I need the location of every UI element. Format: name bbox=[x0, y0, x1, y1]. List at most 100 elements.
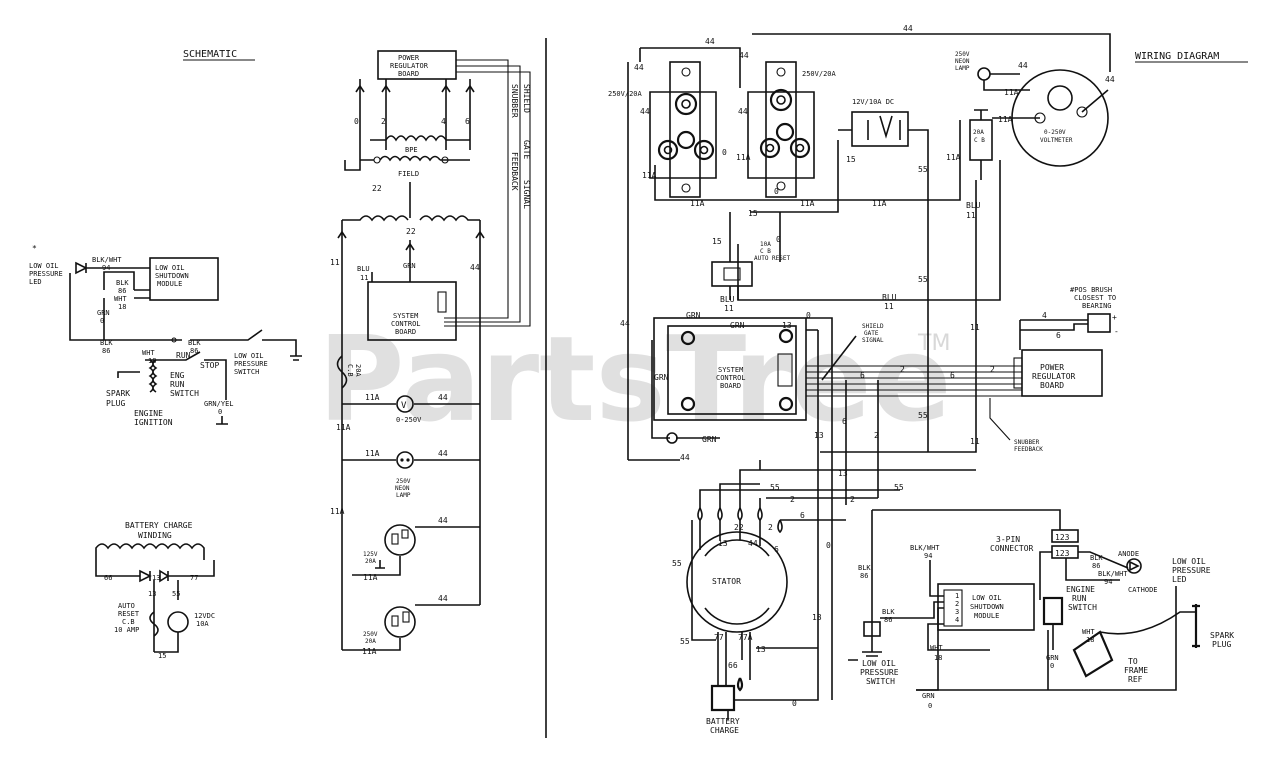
schematic-12vdc-receptacle bbox=[167, 611, 189, 633]
svg-text:11: 11 bbox=[330, 258, 340, 267]
svg-text:BLK/WHT: BLK/WHT bbox=[92, 256, 122, 264]
svg-text:2: 2 bbox=[790, 495, 795, 504]
svg-text:11A: 11A bbox=[998, 115, 1013, 124]
svg-text:44: 44 bbox=[1105, 75, 1115, 84]
svg-text:C B: C B bbox=[760, 248, 771, 255]
svg-text:SWITCH: SWITCH bbox=[866, 677, 895, 686]
svg-text:12V/10A DC: 12V/10A DC bbox=[852, 98, 894, 106]
svg-text:SIGNAL: SIGNAL bbox=[522, 180, 531, 209]
svg-text:GRN: GRN bbox=[686, 311, 701, 320]
svg-text:GRN: GRN bbox=[1046, 654, 1059, 662]
svg-text:77: 77 bbox=[190, 574, 198, 582]
svg-text:0: 0 bbox=[826, 541, 831, 550]
svg-text:86: 86 bbox=[190, 347, 198, 355]
svg-text:RUN: RUN bbox=[170, 380, 185, 389]
svg-text:SYSTEM: SYSTEM bbox=[718, 366, 743, 374]
svg-text:BLK: BLK bbox=[188, 339, 201, 347]
svg-text:20A: 20A bbox=[365, 638, 376, 645]
svg-text:BLU: BLU bbox=[966, 201, 981, 210]
svg-text:44: 44 bbox=[634, 63, 644, 72]
svg-text:6: 6 bbox=[800, 511, 805, 520]
svg-text:44: 44 bbox=[438, 393, 448, 402]
svg-text:86: 86 bbox=[118, 287, 126, 295]
svg-text:10A: 10A bbox=[760, 241, 771, 248]
svg-text:#POS BRUSH: #POS BRUSH bbox=[1070, 286, 1112, 294]
svg-text:18: 18 bbox=[118, 303, 126, 311]
svg-text:12VDC: 12VDC bbox=[194, 612, 215, 620]
svg-text:CLOSEST TO: CLOSEST TO bbox=[1074, 294, 1116, 302]
svg-text:55: 55 bbox=[770, 483, 780, 492]
svg-text:WHT: WHT bbox=[142, 349, 155, 357]
svg-text:86: 86 bbox=[102, 347, 110, 355]
svg-text:WHT: WHT bbox=[114, 295, 127, 303]
svg-text:6: 6 bbox=[950, 371, 955, 380]
svg-text:0: 0 bbox=[774, 187, 779, 196]
svg-text:LAMP: LAMP bbox=[955, 65, 970, 72]
svg-text:4: 4 bbox=[441, 117, 446, 126]
svg-text:FIELD: FIELD bbox=[398, 170, 419, 178]
svg-text:6: 6 bbox=[1056, 331, 1061, 340]
svg-text:15: 15 bbox=[846, 155, 856, 164]
shield-gate-signal-label: SHIELD GATE SIGNAL bbox=[522, 84, 531, 209]
svg-text:LAMP: LAMP bbox=[396, 492, 411, 499]
svg-text:2: 2 bbox=[955, 600, 959, 608]
svg-text:BLU: BLU bbox=[720, 295, 735, 304]
svg-text:PRESSURE: PRESSURE bbox=[860, 668, 899, 677]
svg-text:BLK: BLK bbox=[882, 608, 895, 616]
svg-text:PRESSURE: PRESSURE bbox=[234, 360, 268, 368]
svg-text:11: 11 bbox=[966, 211, 976, 220]
svg-text:44: 44 bbox=[739, 51, 749, 60]
svg-text:13: 13 bbox=[812, 613, 822, 622]
watermark: PartsTree TM bbox=[318, 310, 952, 448]
svg-text:C.B: C.B bbox=[346, 364, 354, 377]
svg-text:18: 18 bbox=[934, 654, 942, 662]
svg-text:0-250V: 0-250V bbox=[396, 416, 422, 424]
svg-text:BLU: BLU bbox=[882, 293, 897, 302]
svg-text:77: 77 bbox=[714, 633, 724, 642]
svg-text:4: 4 bbox=[1042, 311, 1047, 320]
svg-text:SNUBBER: SNUBBER bbox=[1014, 439, 1040, 446]
svg-text:11A: 11A bbox=[365, 449, 380, 458]
svg-text:11A: 11A bbox=[946, 153, 961, 162]
wiring-brush-holder bbox=[1087, 313, 1111, 333]
svg-text:13: 13 bbox=[782, 321, 792, 330]
svg-text:WHT: WHT bbox=[930, 644, 943, 652]
svg-text:C.B: C.B bbox=[122, 618, 135, 626]
svg-text:44: 44 bbox=[680, 453, 690, 462]
svg-text:LOW OIL: LOW OIL bbox=[972, 594, 1002, 602]
svg-text:CATHODE: CATHODE bbox=[1128, 586, 1158, 594]
svg-text:TO: TO bbox=[1128, 657, 1138, 666]
wiring-panel: WIRING DIAGRAM 44 44 44 44 44 250V/20A 4… bbox=[608, 24, 1248, 735]
svg-text:11A: 11A bbox=[363, 573, 378, 582]
wiring-system-control-board bbox=[653, 317, 807, 421]
svg-text:250V/20A: 250V/20A bbox=[802, 70, 837, 78]
svg-text:FRAME: FRAME bbox=[1124, 666, 1148, 675]
svg-text:GRN: GRN bbox=[922, 692, 935, 700]
svg-text:44: 44 bbox=[738, 107, 748, 116]
svg-text:SPARK: SPARK bbox=[1210, 631, 1234, 640]
svg-text:*: * bbox=[32, 244, 37, 253]
svg-text:BLK/WHT: BLK/WHT bbox=[1098, 570, 1128, 578]
svg-text:ENGINE: ENGINE bbox=[1066, 585, 1095, 594]
svg-text:SWITCH: SWITCH bbox=[234, 368, 259, 376]
svg-text:44: 44 bbox=[705, 37, 715, 46]
svg-text:11A: 11A bbox=[642, 171, 657, 180]
svg-text:10A: 10A bbox=[196, 620, 209, 628]
svg-text:0: 0 bbox=[776, 235, 781, 244]
svg-text:-: - bbox=[1114, 327, 1119, 336]
svg-text:6: 6 bbox=[774, 545, 779, 554]
svg-text:20A: 20A bbox=[973, 129, 984, 136]
wiring-10a-auto-reset-breaker bbox=[711, 261, 753, 287]
svg-text:STATOR: STATOR bbox=[712, 577, 741, 586]
svg-text:+: + bbox=[1112, 313, 1117, 322]
wiring-ignition-coil bbox=[1072, 630, 1114, 678]
svg-text:11: 11 bbox=[970, 323, 980, 332]
svg-text:FEEDBACK: FEEDBACK bbox=[1014, 446, 1043, 453]
svg-text:2: 2 bbox=[874, 431, 879, 440]
svg-text:11A: 11A bbox=[336, 423, 351, 432]
svg-text:BLK: BLK bbox=[1090, 554, 1103, 562]
schematic-voltmeter bbox=[396, 395, 414, 413]
svg-text:250V: 250V bbox=[396, 478, 411, 485]
svg-text:BEARING: BEARING bbox=[1082, 302, 1112, 310]
svg-text:SWITCH: SWITCH bbox=[1068, 603, 1097, 612]
